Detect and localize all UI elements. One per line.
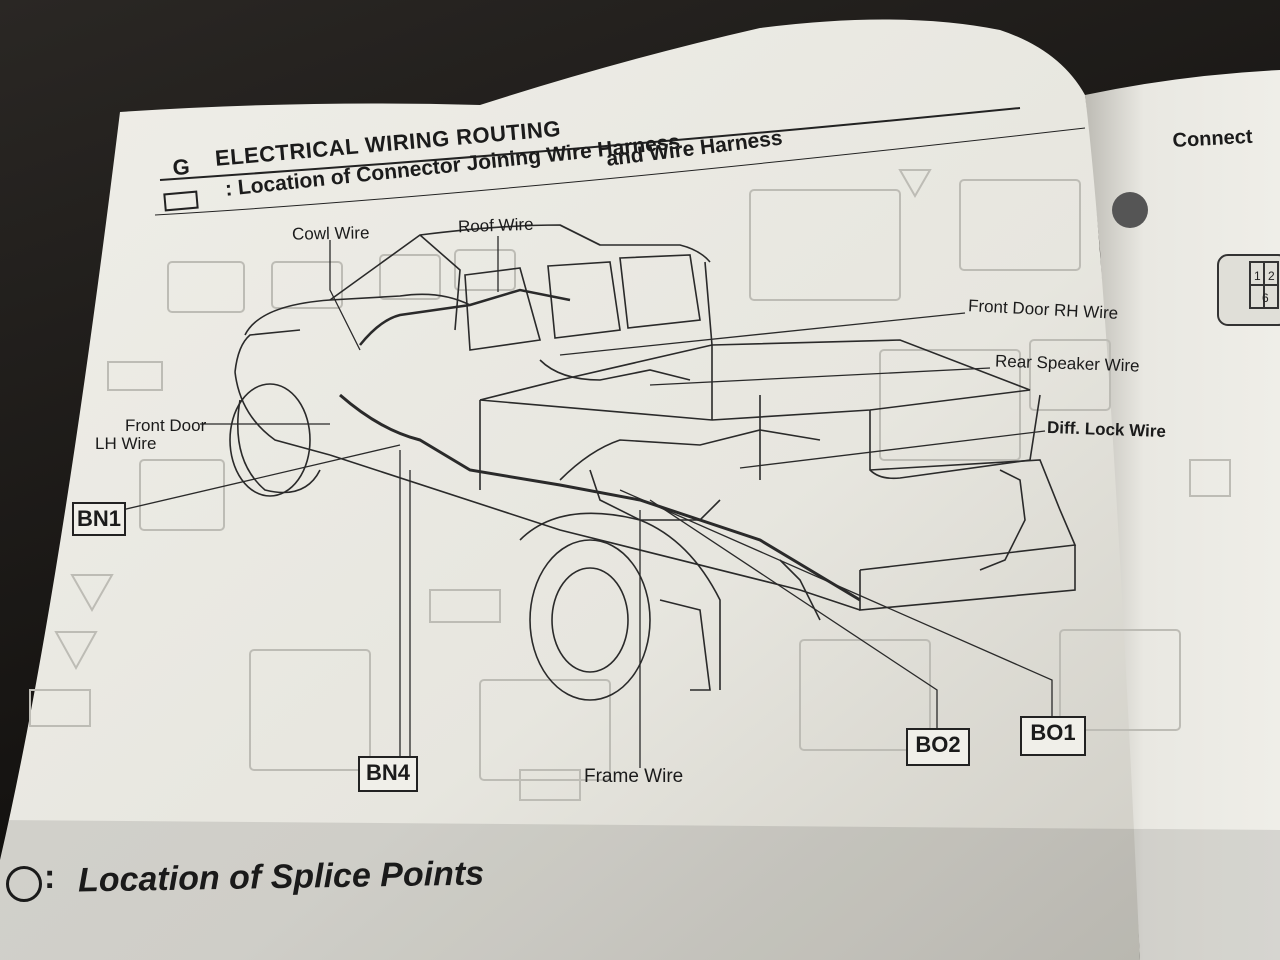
- right-page-graphics: [1112, 192, 1280, 326]
- splice-symbol-icon: [6, 866, 42, 902]
- connector-bn1: BN1: [72, 502, 126, 536]
- label-front-door-lh-line2: LH Wire: [95, 434, 157, 453]
- splice-colon: :: [44, 858, 56, 896]
- label-roof-wire: Roof Wire: [457, 214, 534, 237]
- label-frame-wire: Frame Wire: [584, 766, 684, 787]
- connector-symbol-icon: [163, 190, 199, 212]
- connector-pin-1: 1: [1254, 269, 1261, 283]
- label-front-door-lh-line1: Front Door: [125, 416, 207, 435]
- connector-bn4: BN4: [358, 756, 418, 792]
- ghost-show-through: [29, 169, 1231, 801]
- leader-lines: [121, 236, 1053, 768]
- label-diff-lock: Diff. Lock Wire: [1046, 417, 1167, 442]
- connector-pin-6: 6: [1262, 291, 1269, 305]
- connector-bo1: BO1: [1020, 716, 1086, 756]
- connector-bo2: BO2: [906, 728, 970, 766]
- splice-title: Location of Splice Points: [77, 854, 485, 900]
- label-cowl-wire: Cowl Wire: [291, 223, 370, 244]
- section-letter: G: [172, 154, 191, 180]
- header-rules: [154, 107, 1086, 216]
- truck-drawing: [229, 224, 1077, 701]
- left-page: [0, 19, 1140, 960]
- right-page-title: Connect: [1172, 125, 1254, 152]
- connector-pin-2: 2: [1268, 269, 1275, 283]
